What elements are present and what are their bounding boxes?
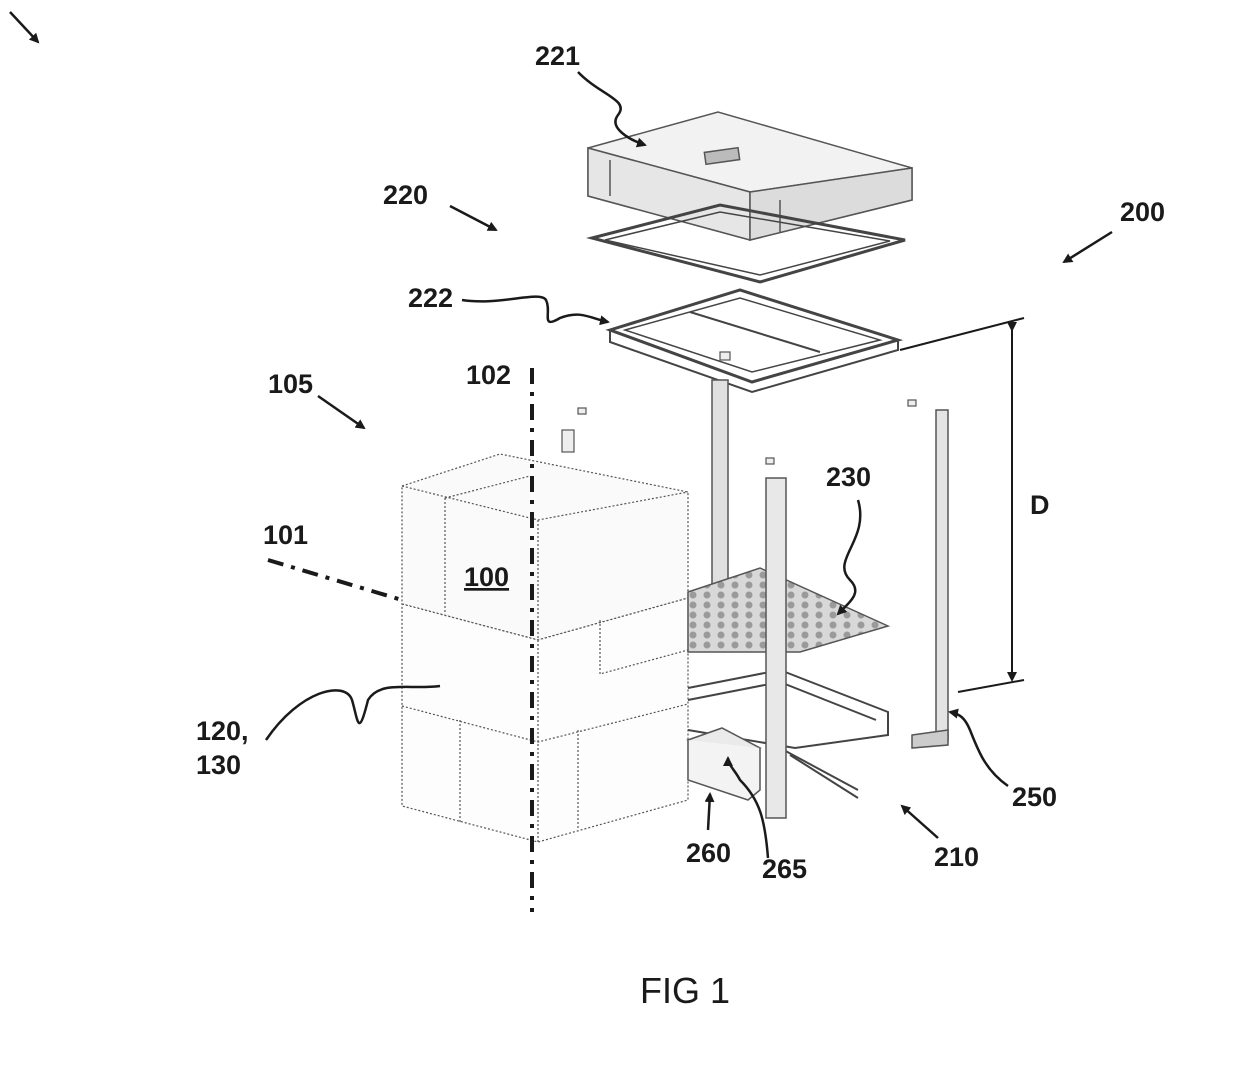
leader-221 [578, 72, 645, 145]
leader-250 [950, 712, 1008, 786]
leader-210 [902, 806, 938, 838]
leader-220 [450, 206, 496, 230]
label-105: 105 [268, 369, 313, 399]
front-post [766, 478, 786, 818]
figure-caption: FIG 1 [640, 970, 730, 1011]
leader-260 [708, 794, 710, 830]
axis-101 [268, 560, 402, 600]
label-222: 222 [408, 283, 453, 313]
label-200: 200 [1120, 197, 1165, 227]
leader-105 [318, 396, 364, 428]
frame-upper [592, 205, 905, 282]
frame-222 [610, 290, 898, 392]
label-130: 130 [196, 750, 241, 780]
label-265: 265 [762, 854, 807, 884]
central-post [712, 380, 728, 590]
label-d: D [1030, 490, 1050, 520]
label-220: 220 [383, 180, 428, 210]
lid-221 [588, 112, 912, 240]
label-250: 250 [1012, 782, 1057, 812]
label-100: 100 [464, 562, 509, 592]
leader-222 [462, 297, 608, 322]
leader-200 [1064, 232, 1112, 262]
dimension-d [900, 318, 1024, 692]
label-210: 210 [934, 842, 979, 872]
corner-arrow [10, 12, 38, 42]
label-230: 230 [826, 462, 871, 492]
label-221: 221 [535, 41, 580, 71]
label-120: 120, [196, 716, 249, 746]
label-260: 260 [686, 838, 731, 868]
label-102: 102 [466, 360, 511, 390]
pegs [562, 352, 916, 464]
rail-250 [912, 410, 948, 748]
leader-230 [838, 500, 860, 614]
label-101: 101 [263, 520, 308, 550]
